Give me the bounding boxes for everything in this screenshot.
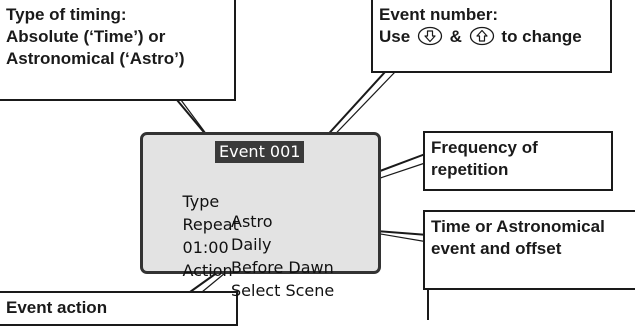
callout-frequency-line2: repetition (431, 160, 509, 179)
lcd-row-time: 01:00 Before Dawn (152, 218, 334, 298)
callout-frequency-line1: Frequency of (431, 138, 538, 157)
lcd-row-label: Action (182, 261, 233, 280)
callout-event-number-line2: Use & to change (379, 26, 610, 48)
callout-event-number-to-change: to change (501, 27, 582, 46)
lcd-row-label: Repeat (182, 215, 239, 234)
callout-timing-type-line2: Absolute (‘Time’) or (6, 27, 166, 46)
callout-time-astro-line1: Time or Astronomical (431, 217, 605, 236)
lcd-row-type: Type Astro (152, 172, 273, 252)
down-arrow-button-icon (417, 26, 443, 46)
callout-event-number-use: Use (379, 27, 411, 46)
callout-time-astro-line2: event and offset (431, 239, 562, 258)
lcd-row-repeat: Repeat Daily (152, 195, 272, 275)
callout-timing-type-line3: Astronomical (‘Astro’) (6, 49, 185, 68)
lcd-display: Event 001 Type Astro Repeat Daily 01:00 … (140, 132, 381, 300)
callout-time-astro: Time or Astronomical event and offset (423, 210, 635, 290)
lcd-row-label: Type (182, 192, 220, 211)
callout-frequency: Frequency of repetition (423, 131, 613, 191)
lcd-row-value: Select Scene (231, 281, 335, 300)
callout-timing-type-line1: Type of timing: (6, 5, 127, 24)
lcd-title: Event 001 (215, 141, 305, 163)
callout-event-number: Event number: Use & to change (371, 0, 612, 73)
lcd-row-label: 01:00 (182, 238, 229, 257)
callout-event-number-amp: & (449, 27, 462, 46)
callout-timing-type: Type of timing: Absolute (‘Time’) or Ast… (0, 0, 236, 101)
lcd-row-value: Astro (231, 212, 273, 231)
lcd-row-action: Action Select Scene (152, 241, 335, 321)
callout-event-action-line1: Event action (6, 298, 108, 317)
up-arrow-button-icon (469, 26, 494, 46)
lcd-row-value: Before Dawn (231, 258, 334, 277)
callout-event-number-line1: Event number: (379, 5, 499, 24)
lcd-row-value: Daily (231, 235, 272, 254)
